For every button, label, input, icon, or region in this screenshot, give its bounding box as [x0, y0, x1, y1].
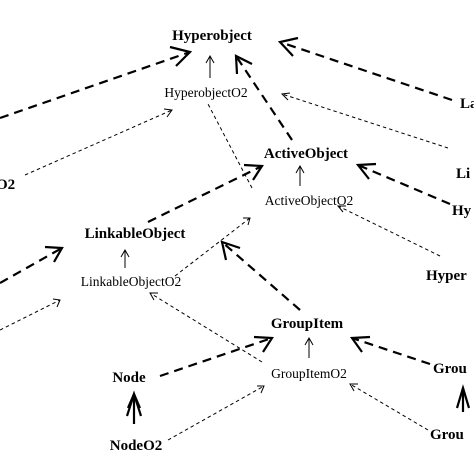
arrowhead: [169, 45, 193, 67]
arrowhead: [253, 335, 274, 353]
edge-activeobject-to-hyperobject: [235, 55, 293, 141]
arrowhead: [234, 54, 253, 75]
edge-linkableobject-to-activeobject: [147, 165, 263, 223]
node-hyperobjecto2: HyperobjectO2: [164, 85, 247, 100]
node-hyperobject: Hyperobject: [172, 28, 252, 44]
edge-la-to-hyperobject: [279, 40, 453, 102]
arrowhead: [280, 92, 291, 101]
edge-grou2-to-groupitemo2: [349, 383, 429, 431]
node-hy-cropped: Hy: [452, 203, 472, 219]
arrowhead: [243, 163, 264, 181]
arrowhead: [355, 162, 377, 180]
arrowhead: [126, 391, 142, 409]
node-node: Node: [112, 370, 146, 386]
node-hyper-cropped: Hyper: [426, 268, 467, 284]
arrowhead: [205, 54, 215, 64]
edge-groupitem-to-linkableobject: [221, 241, 301, 311]
arrowhead: [52, 298, 61, 308]
edge-hy-to-activeobject: [357, 163, 451, 206]
arrowhead: [163, 108, 173, 118]
edge-left-to-hyperobject: [0, 50, 191, 120]
node-li-cropped: Li: [456, 166, 470, 182]
arrowhead: [243, 217, 251, 226]
node-linkableobject: LinkableObject: [85, 226, 186, 242]
node-groupitemo2: GroupItemO2: [271, 366, 347, 381]
node-linkableobjecto2: LinkableObjectO2: [81, 274, 181, 289]
edge-left-to-linkableobjecto2: [0, 299, 61, 331]
node-activeobjecto2: ActiveObjectO2: [265, 193, 353, 208]
node-labels: Hyperobject HyperobjectO2 ActiveObject A…: [0, 28, 474, 454]
node-groupitem: GroupItem: [271, 316, 344, 332]
edge-linkableobjecto2-to-activeobjecto2: [174, 217, 251, 277]
edge-grou-to-groupitem: [351, 336, 431, 366]
edges: [0, 36, 471, 441]
node-la-cropped: La: [460, 96, 474, 112]
edge-nodeo2-to-groupitemo2: [167, 385, 265, 441]
arrowhead: [349, 335, 371, 353]
edge-li-to-hyperobjecto2: [281, 93, 449, 149]
arrowhead: [44, 245, 64, 263]
arrowhead: [455, 384, 471, 409]
edge-left-to-linkableobject: [0, 247, 63, 284]
node-o2-cropped: O2: [0, 177, 15, 193]
arrowhead: [295, 164, 305, 174]
arrowhead: [257, 385, 265, 394]
edge-groupitemo2-to-linkableobjecto2: [149, 292, 263, 363]
arrowhead: [277, 36, 299, 57]
edge-o2-to-hyperobjecto2: [24, 109, 173, 176]
arrowhead: [349, 383, 358, 392]
node-nodeo2: NodeO2: [110, 438, 163, 454]
arrowhead: [304, 336, 314, 346]
arrowhead: [220, 240, 241, 261]
arrowhead: [336, 205, 346, 213]
node-grou-cropped: Grou: [433, 361, 467, 377]
edge-node-to-groupitem: [159, 336, 273, 378]
arrowhead: [120, 248, 130, 258]
edge-activeobjecto2-to-hyperobjecto2: [207, 103, 253, 189]
arrowhead: [149, 292, 158, 301]
node-activeobject: ActiveObject: [264, 146, 348, 162]
edge-hyper-to-activeobjecto2: [337, 205, 441, 257]
node-grou2-cropped: Grou: [430, 427, 464, 443]
